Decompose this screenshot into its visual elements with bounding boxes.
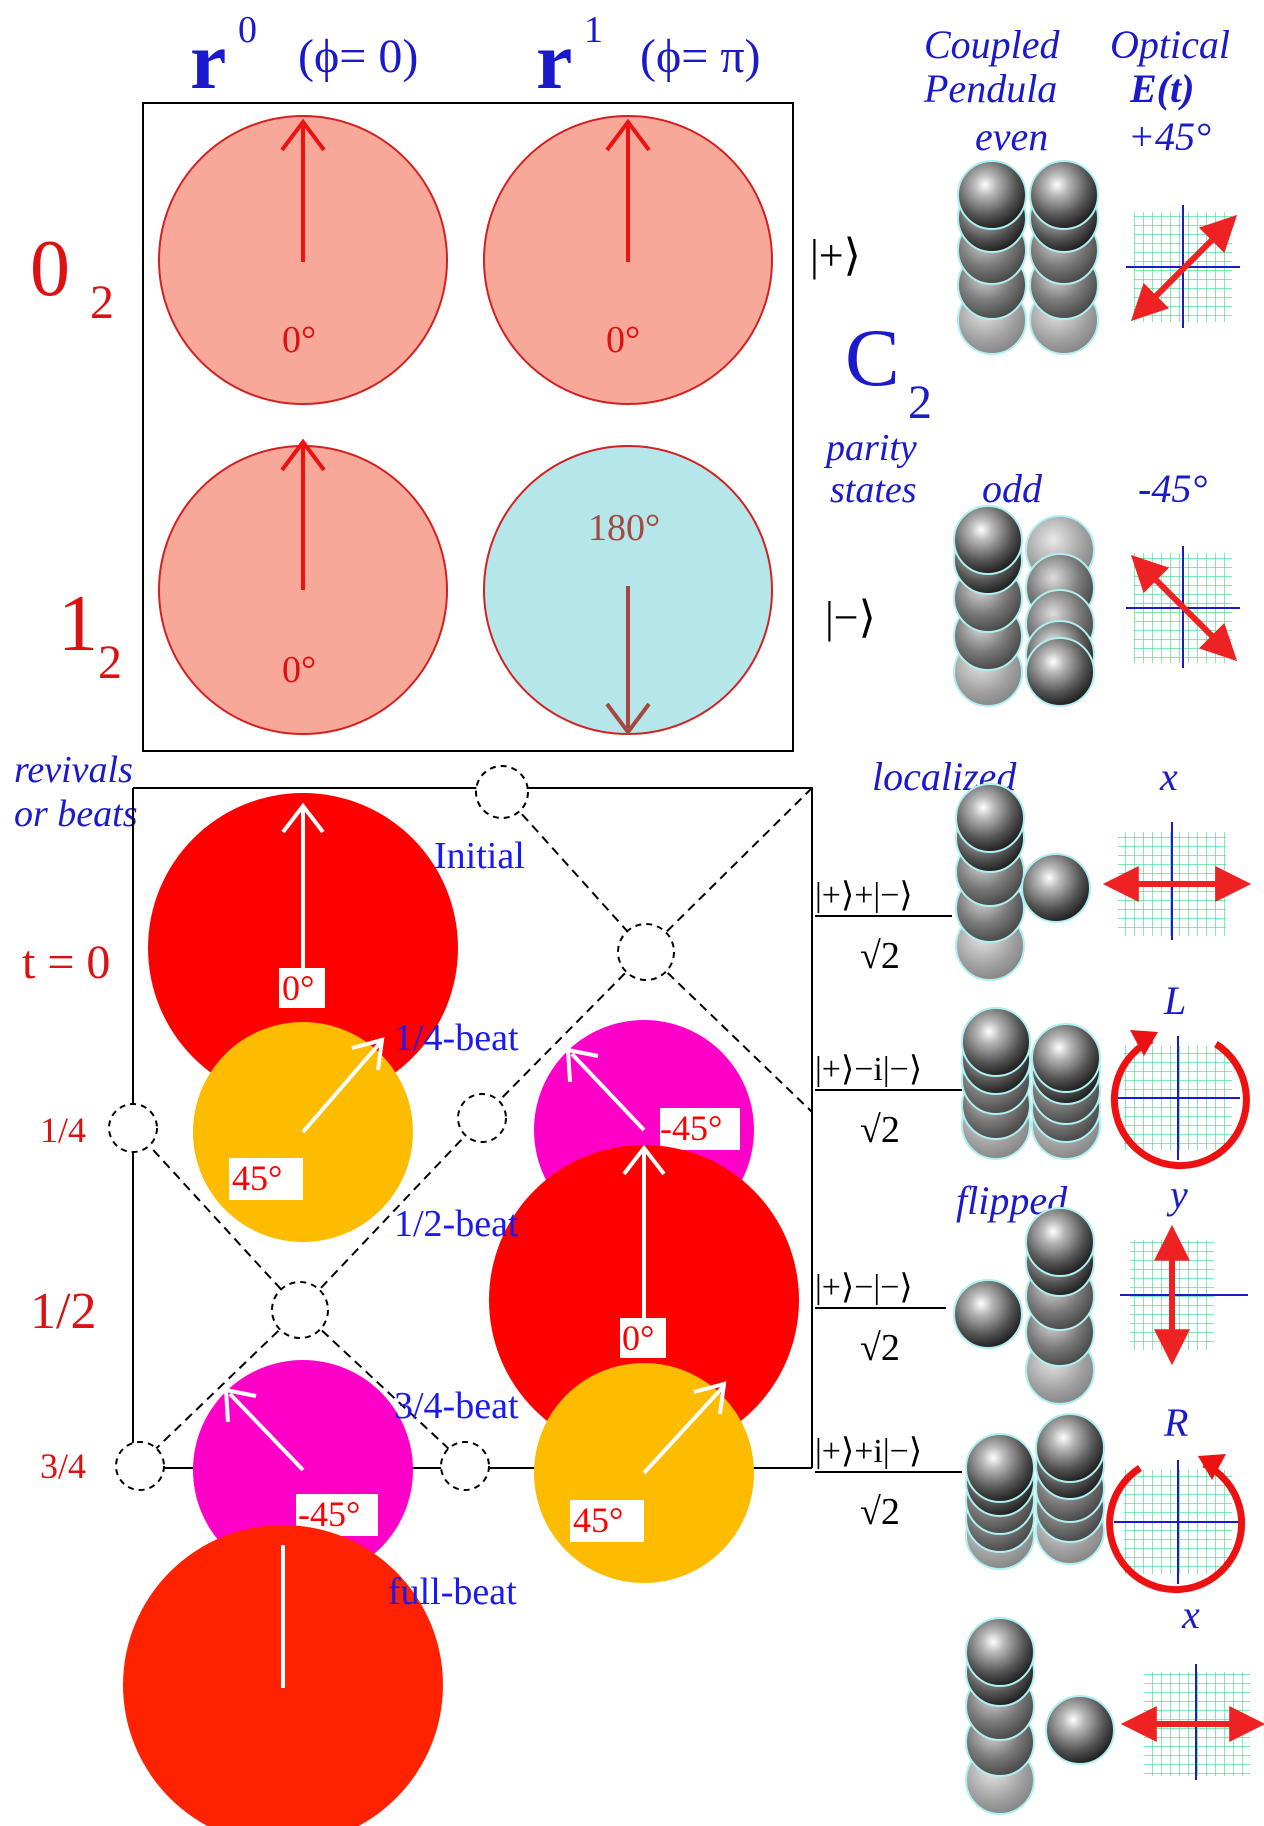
state-right-denominator: √2 xyxy=(860,1491,900,1533)
pendula-localized-repeat xyxy=(966,1618,1114,1814)
optical-left-circular xyxy=(1114,1030,1246,1166)
pendula-left-circular xyxy=(962,1008,1100,1159)
state-fractions: |+⟩+|−⟩ √2 |+⟩−i|−⟩ √2 |+⟩−|−⟩ √2 |+⟩+i|… xyxy=(815,877,962,1533)
angle-label: 0° xyxy=(282,649,316,691)
optical-label: Optical xyxy=(1110,22,1230,67)
parity-word: parity xyxy=(823,427,917,469)
svg-text:2: 2 xyxy=(98,636,122,689)
angle-label: 180° xyxy=(588,507,660,549)
phasor-c00: 0° xyxy=(159,116,447,404)
angle-label: 0° xyxy=(622,1318,654,1358)
optical-x-linear-repeat xyxy=(1128,1664,1258,1780)
optical-R-label: R xyxy=(1163,1400,1188,1445)
optical-x1-label: x xyxy=(1159,754,1178,799)
svg-text:1: 1 xyxy=(58,580,98,668)
beat-threequarter-orange: 45° xyxy=(534,1363,754,1583)
full-beat-label: full-beat xyxy=(388,1571,517,1613)
row-label-1-2: 1 2 xyxy=(58,580,122,689)
beat-quarter-orange: 45° xyxy=(193,1022,413,1242)
angle-label: 0° xyxy=(606,319,640,361)
angle-label: 45° xyxy=(573,1500,623,1540)
angle-label: 45° xyxy=(232,1158,282,1198)
optical-minus45 xyxy=(1126,546,1240,668)
state-localized-denominator: √2 xyxy=(860,935,900,977)
r0-symbol: r xyxy=(190,15,226,106)
state-flipped-denominator: √2 xyxy=(860,1327,900,1369)
r1-superscript: 1 xyxy=(584,9,603,51)
r1-symbol: r xyxy=(536,15,572,106)
plus-ket: |+⟩ xyxy=(810,231,861,280)
row-label-0-2: 0 2 xyxy=(30,225,114,329)
right-header: Coupled Pendula Optical E(t) xyxy=(923,22,1230,111)
optical-y-label: y xyxy=(1166,1172,1188,1217)
half-beat-label: 1/2-beat xyxy=(394,1203,519,1245)
svg-text:0: 0 xyxy=(30,225,70,313)
pendula-even xyxy=(958,161,1098,354)
minus45-label: -45° xyxy=(1138,466,1207,511)
three-quarter-label: 3/4 xyxy=(40,1446,86,1486)
odd-label: odd xyxy=(982,466,1043,511)
even-label: even xyxy=(975,114,1048,159)
optical-x2-label: x xyxy=(1181,1592,1200,1637)
state-left-numerator: |+⟩−i|−⟩ xyxy=(815,1051,922,1088)
t0-label: t = 0 xyxy=(22,936,110,989)
c2-subscript: 2 xyxy=(908,376,932,429)
header: r 0 (ϕ= 0) r 1 (ϕ= π) xyxy=(190,9,761,106)
half-label: 1/2 xyxy=(30,1283,96,1340)
three-quarter-beat-label: 3/4-beat xyxy=(394,1385,519,1427)
revivals-label: revivals xyxy=(14,749,133,791)
angle-label: 0° xyxy=(282,968,314,1008)
optical-y-linear xyxy=(1120,1232,1248,1358)
quarter-label: 1/4 xyxy=(40,1110,86,1150)
c2-symbol: C xyxy=(845,312,900,403)
pendula-flipped xyxy=(954,1208,1094,1404)
optical-L-label: L xyxy=(1163,978,1186,1023)
state-localized-numerator: |+⟩+|−⟩ xyxy=(815,877,913,914)
angle-label: 0° xyxy=(282,319,316,361)
optical-x-linear xyxy=(1110,822,1244,940)
r0-phase: (ϕ= 0) xyxy=(298,30,418,83)
coupled-label: Coupled xyxy=(924,22,1061,67)
r1-phase: (ϕ= π) xyxy=(640,30,761,83)
phasor-c01: 0° xyxy=(484,116,772,404)
r0-superscript: 0 xyxy=(238,9,257,51)
state-flipped-numerator: |+⟩−|−⟩ xyxy=(815,1269,913,1306)
angle-label: -45° xyxy=(660,1108,722,1148)
plus45-label: +45° xyxy=(1128,114,1211,159)
field-label: E(t) xyxy=(1129,66,1194,111)
phasor-c10: 0° xyxy=(159,442,447,734)
state-right-numerator: |+⟩+i|−⟩ xyxy=(815,1433,922,1470)
pendula-odd xyxy=(954,506,1094,706)
phasor-c11: 180° xyxy=(484,446,772,734)
pendula-right-circular xyxy=(966,1414,1104,1569)
minus-ket: |−⟩ xyxy=(825,593,876,642)
initial-label: Initial xyxy=(434,835,525,877)
states-word: states xyxy=(830,469,917,511)
optical-right-circular xyxy=(1110,1454,1242,1590)
pendula-localized xyxy=(956,784,1090,980)
pendula-label: Pendula xyxy=(923,66,1057,111)
quarter-beat-label: 1/4-beat xyxy=(394,1017,519,1059)
svg-text:2: 2 xyxy=(90,276,114,329)
state-left-denominator: √2 xyxy=(860,1109,900,1151)
optical-plus45 xyxy=(1126,205,1240,328)
or-beats-label: or beats xyxy=(14,793,138,835)
